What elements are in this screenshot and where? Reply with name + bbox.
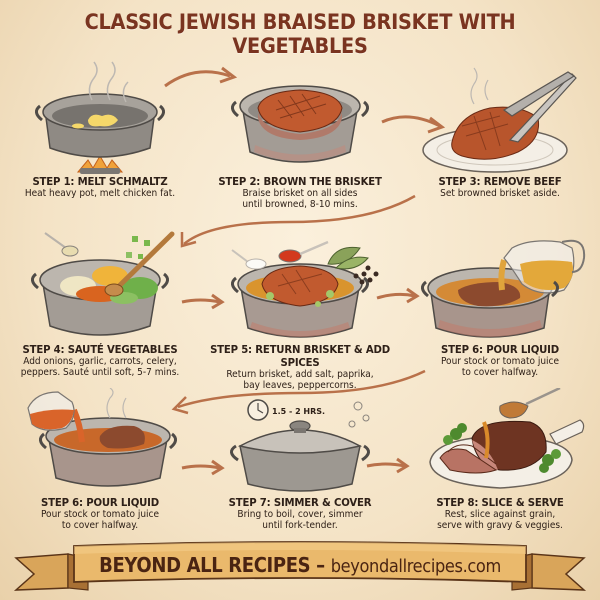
step-title: STEP 4: SAUTÉ VEGETABLES <box>22 343 178 356</box>
pot-with-vegetables-icon <box>0 228 200 343</box>
step-title: STEP 7: SIMMER & COVER <box>228 496 372 509</box>
page-title: CLASSIC JEWISH BRAISED BRISKET WITH VEGE… <box>84 10 516 58</box>
svg-text:1.5 - 2 HRS.: 1.5 - 2 HRS. <box>272 407 325 416</box>
pitcher-pouring-stock-icon <box>400 228 600 343</box>
step-title: STEP 3: REMOVE BEEF <box>438 175 562 188</box>
step-5: STEP 5: RETURN BRISKET & ADD SPICES Retu… <box>200 228 400 391</box>
step-3: STEP 3: REMOVE BEEF Set browned brisket … <box>400 60 600 199</box>
step-6-repeat: STEP 6: POUR LIQUID Pour stock or tomato… <box>0 388 200 531</box>
step-description: Pour stock or tomato juice to cover half… <box>40 509 160 531</box>
flow-arrow-4-to-5 <box>181 293 225 310</box>
flow-arrow-6-to-6b <box>171 369 426 415</box>
step-description: Heat heavy pot, melt chicken fat. <box>24 188 176 199</box>
brand-url-link[interactable]: beyondallrecipes.com <box>330 556 502 577</box>
step-description: Pour stock or tomato juice to cover half… <box>440 356 560 378</box>
flow-arrow-2-to-3 <box>381 115 446 134</box>
brand-name: BEYOND ALL RECIPES <box>99 553 311 577</box>
step-description: Braise brisket on all sides until browne… <box>242 188 358 210</box>
flow-arrow-7-to-8 <box>366 457 410 474</box>
step-description: Set browned brisket aside. <box>440 188 560 199</box>
footer-ribbon-banner <box>13 541 587 591</box>
step-description: Return brisket, add salt, paprika, bay l… <box>226 369 374 391</box>
flow-arrow-3-to-4 <box>180 194 416 248</box>
clock-icon <box>247 399 269 421</box>
step-1: STEP 1: MELT SCHMALTZ Heat heavy pot, me… <box>0 60 200 199</box>
step-title: STEP 6: POUR LIQUID <box>41 496 159 509</box>
brand-separator: – <box>310 553 331 577</box>
flow-arrow-6b-to-7 <box>181 459 225 476</box>
tongs-lifting-brisket-icon <box>400 60 600 175</box>
step-title: STEP 1: MELT SCHMALTZ <box>32 175 168 188</box>
step-description: Bring to boil, cover, simmer until fork-… <box>237 509 363 531</box>
pitcher-pouring-tomato-juice-icon <box>0 388 200 496</box>
pot-with-brisket-and-spices-icon <box>200 228 400 343</box>
flow-arrow-5-to-6 <box>376 287 420 304</box>
flow-arrow-1-to-2 <box>164 66 238 88</box>
step-7: 1.5 - 2 HRS. STEP 7: SIMMER & COVER Brin… <box>200 388 400 531</box>
step-description: Rest, slice against grain, serve with gr… <box>437 509 563 531</box>
sliced-brisket-with-gravy-icon <box>400 388 600 496</box>
pot-with-melting-fat-icon <box>0 60 200 175</box>
step-title: STEP 2: BROWN THE BRISKET <box>218 175 382 188</box>
step-8: STEP 8: SLICE & SERVE Rest, slice agains… <box>400 388 600 531</box>
footer-brand: BEYOND ALL RECIPES – beyondallrecipes.co… <box>30 553 570 577</box>
step-title: STEP 5: RETURN BRISKET & ADD SPICES <box>210 343 390 369</box>
covered-pot-icon: 1.5 - 2 HRS. <box>200 388 400 496</box>
step-description: Add onions, garlic, carrots, celery, pep… <box>20 356 180 378</box>
step-title: STEP 6: POUR LIQUID <box>441 343 559 356</box>
step-2: STEP 2: BROWN THE BRISKET Braise brisket… <box>200 60 400 210</box>
step-title: STEP 8: SLICE & SERVE <box>436 496 564 509</box>
pot-with-browned-brisket-icon <box>200 60 400 175</box>
step-4: STEP 4: SAUTÉ VEGETABLES Add onions, gar… <box>0 228 200 378</box>
step-6: STEP 6: POUR LIQUID Pour stock or tomato… <box>400 228 600 378</box>
